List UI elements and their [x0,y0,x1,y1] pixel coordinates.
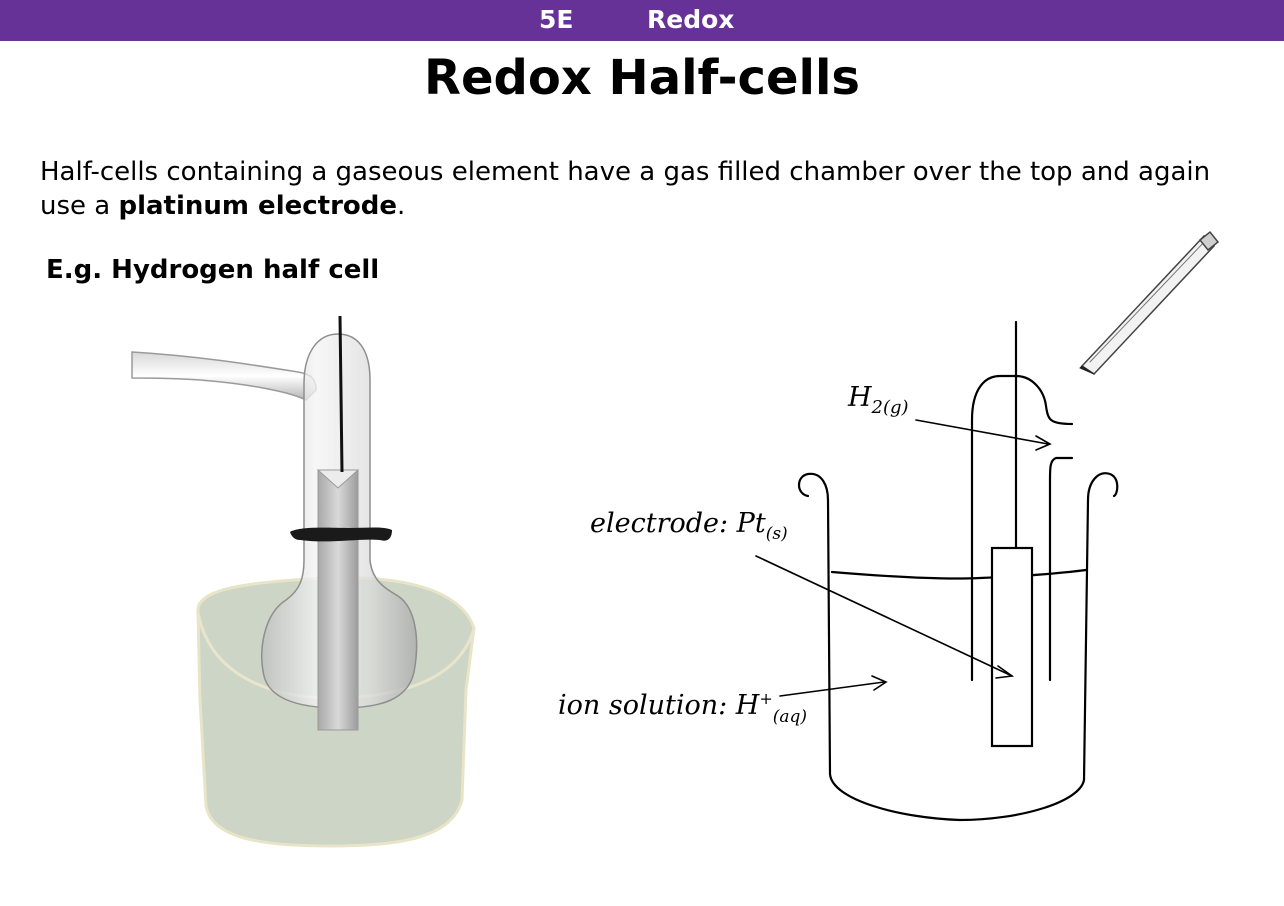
hydrogen-half-cell-illustration [131,315,476,848]
sketch-beaker [797,472,1119,822]
electrode-wire [338,315,344,473]
label-gas-sub: 2(g) [871,397,909,418]
label-gas-main: H [847,382,872,413]
hydrogen-half-cell-sketch [755,230,1220,822]
label-solution: ion solution: H+(aq) [558,689,807,727]
platinum-plate [317,469,359,731]
page-title: Redox Half-cells [424,50,860,106]
sketch-gas-outlet [1048,456,1074,682]
topic-header-bar: 5E Redox [0,0,1284,41]
label-electrode-main: electrode: Pt [590,508,766,539]
arrow-gas [915,419,1049,445]
label-electrode: electrode: Pt(s) [590,508,788,544]
label-gas: H2(g) [847,382,909,418]
pencil-icon [1079,230,1220,375]
label-solution-sub: (aq) [773,707,807,727]
sketch-solution-surface [830,568,1088,580]
arrow-solution-head [871,675,888,691]
intro-bold-term: platinum electrode [118,191,398,221]
plate-top-bevel [316,469,360,489]
label-electrode-sub: (s) [766,524,788,544]
example-heading: E.g. Hydrogen half cell [46,255,380,285]
label-solution-main: ion solution: H [558,690,760,721]
label-solution-sup: + [759,689,772,708]
arrow-gas-head [1035,435,1052,451]
gas-inlet-arm [131,351,317,401]
topic-code: 5E [539,5,574,34]
arrow-solution [779,681,885,697]
sketch-electrode-plate [990,546,1034,748]
arrow-electrode [755,555,1013,677]
intro-paragraph: Half-cells containing a gaseous element … [40,155,1250,223]
arrow-electrode-head [995,665,1015,679]
intro-text: Half-cells containing a gaseous element … [40,157,1211,221]
topic-name: Redox [647,5,735,34]
intro-end: . [397,191,406,221]
clamp-ring [290,527,392,542]
sketch-gas-chamber [970,374,1074,682]
